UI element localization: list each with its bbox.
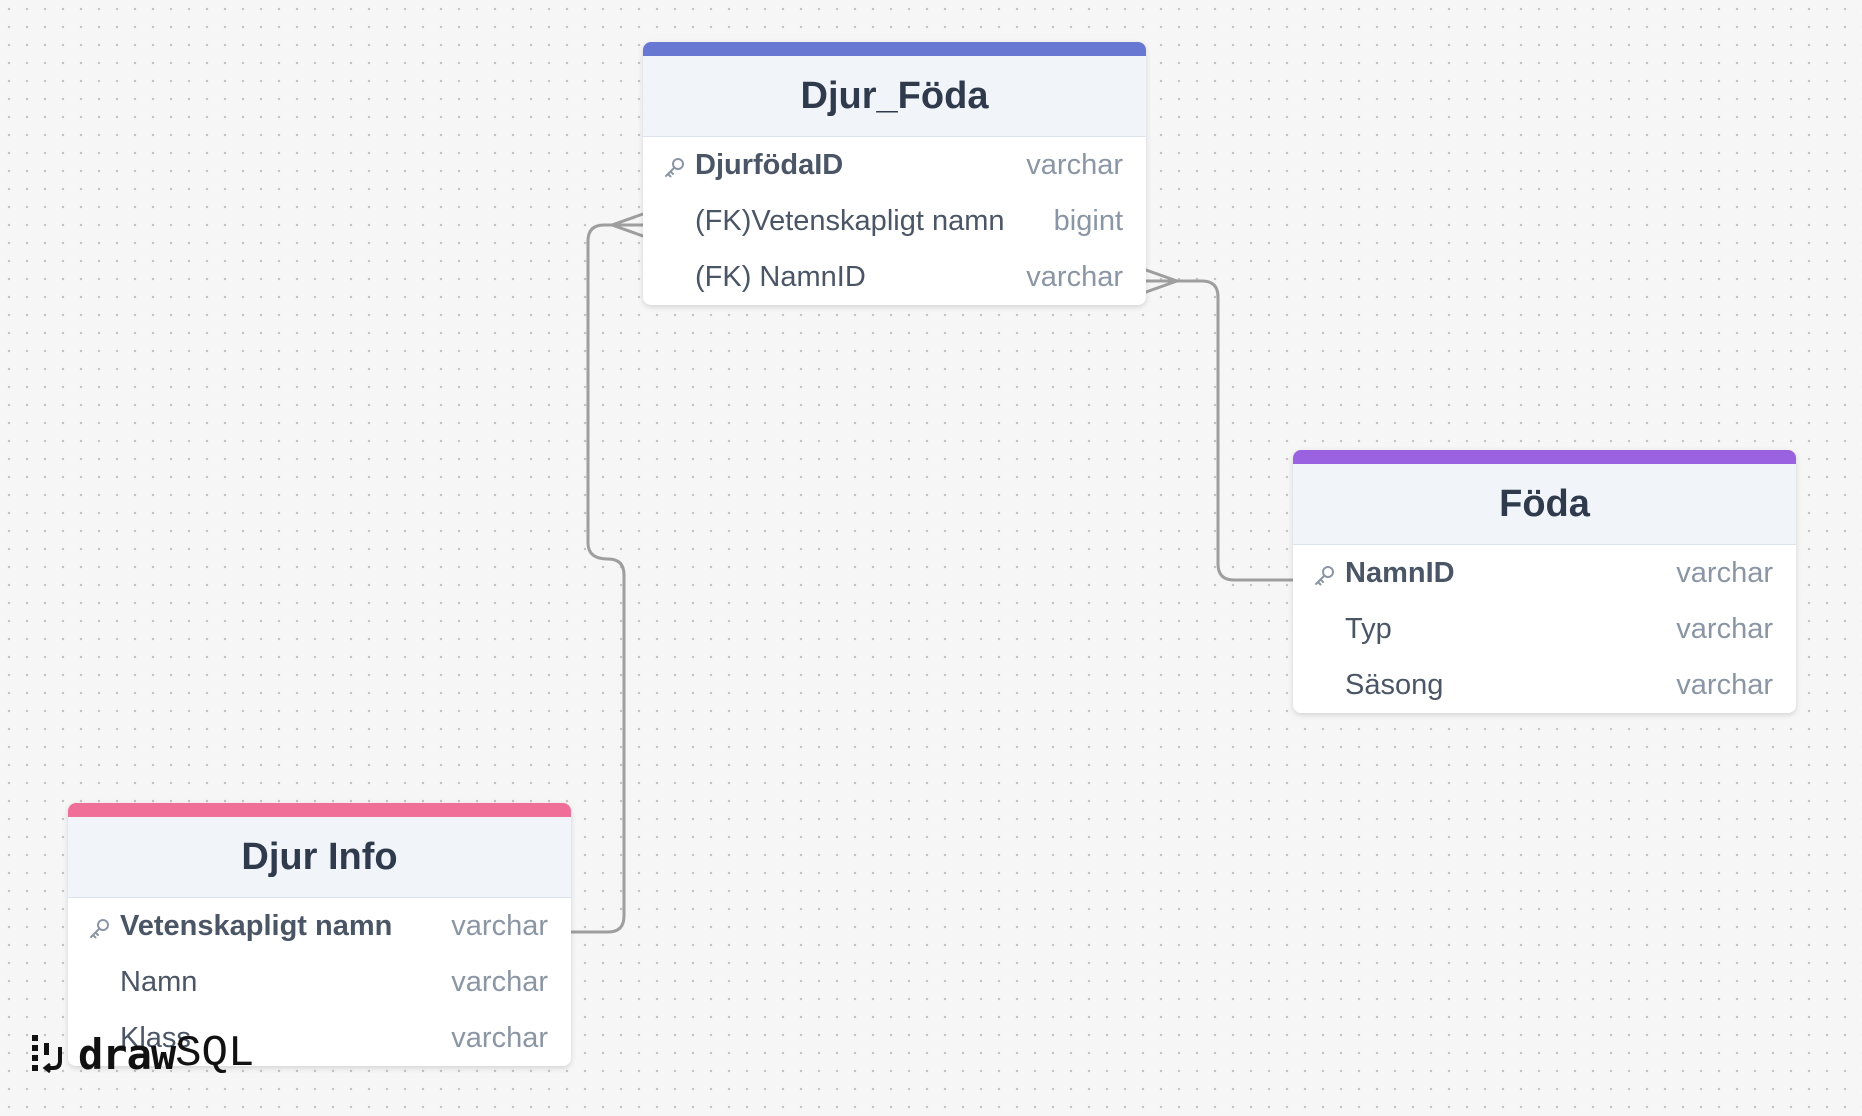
column-name: Säsong [1345, 669, 1444, 701]
key-icon [1315, 566, 1334, 586]
table-color-bar [643, 42, 1146, 56]
column-name: Vetenskapligt namn [120, 910, 393, 942]
column-row[interactable]: NamnID varchar [1293, 545, 1796, 601]
table-title: Djur Info [68, 817, 571, 898]
column-type: bigint [1053, 205, 1123, 237]
table-foda[interactable]: Föda NamnID varchar Typ varchar Säsong v… [1293, 450, 1796, 713]
column-type: varchar [1026, 261, 1123, 293]
column-row[interactable]: DjurfödaID varchar [643, 137, 1146, 193]
logo-text-bold: draw [78, 1029, 176, 1079]
column-row[interactable]: (FK)Vetenskapligt namn bigint [643, 193, 1146, 249]
column-type: varchar [1026, 149, 1123, 181]
table-djur-foda[interactable]: Djur_Föda DjurfödaID varchar (FK)Vetensk… [643, 42, 1146, 305]
logo-text-light: SQL [175, 1029, 255, 1079]
column-type: varchar [451, 910, 548, 942]
relation-foda-to-djur-foda [1144, 279, 1295, 582]
column-type: varchar [1676, 557, 1773, 589]
column-row[interactable]: Vetenskapligt namn varchar [68, 898, 571, 954]
column-name: (FK) NamnID [695, 261, 866, 293]
column-type: varchar [451, 966, 548, 998]
column-name: Klass [120, 1022, 191, 1054]
table-djur-info[interactable]: Djur Info Vetenskapligt namn varchar Nam… [68, 803, 571, 1066]
column-row[interactable]: Typ varchar [1293, 601, 1796, 657]
column-row[interactable]: (FK) NamnID varchar [643, 249, 1146, 305]
column-type: varchar [451, 1022, 548, 1054]
crowfoot-djur-foda-vetenskapligt [610, 212, 645, 238]
column-name: NamnID [1345, 557, 1455, 589]
column-name: (FK)Vetenskapligt namn [695, 205, 1005, 237]
relation-djur-info-to-djur-foda [569, 223, 645, 934]
key-icon [90, 919, 109, 939]
column-row[interactable]: Namn varchar [68, 954, 571, 1010]
column-row[interactable]: Säsong varchar [1293, 657, 1796, 713]
column-row[interactable]: Klass varchar [68, 1010, 571, 1066]
drawsql-logo-icon [32, 1035, 62, 1074]
column-type: varchar [1676, 613, 1773, 645]
crowfoot-djur-foda-namnid [1144, 268, 1179, 294]
drawsql-logo: draw SQL [30, 1029, 255, 1079]
table-color-bar [68, 803, 571, 817]
table-title: Föda [1293, 464, 1796, 545]
column-name: Namn [120, 966, 198, 998]
column-type: varchar [1676, 669, 1773, 701]
table-color-bar [1293, 450, 1796, 464]
column-name: DjurfödaID [695, 149, 844, 181]
key-icon [665, 158, 684, 178]
table-title: Djur_Föda [643, 56, 1146, 137]
column-name: Typ [1345, 613, 1392, 645]
